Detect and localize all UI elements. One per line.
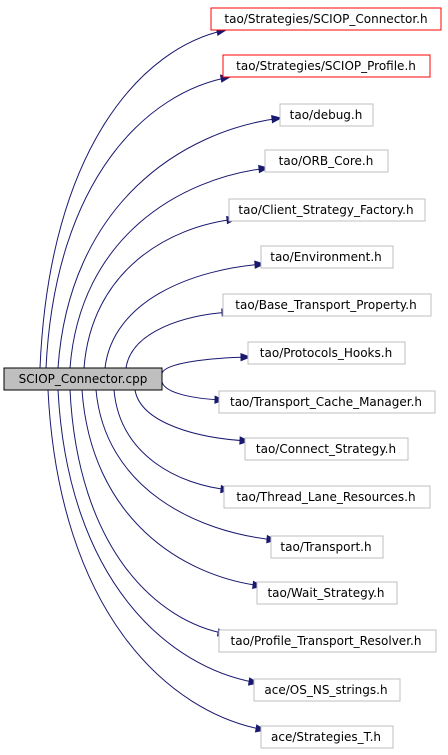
include-node-6[interactable]: tao/Base_Transport_Property.h — [222, 293, 432, 317]
include-node-label: tao/Connect_Strategy.h — [256, 442, 396, 456]
include-node-label: tao/Transport.h — [280, 540, 371, 554]
dependency-edge — [57, 117, 282, 369]
include-node-2[interactable]: tao/debug.h — [279, 103, 374, 127]
dependency-edge — [125, 311, 232, 369]
dependency-edge — [134, 389, 250, 442]
dependency-edge — [83, 218, 237, 369]
dependency-edge — [57, 389, 259, 684]
include-node-label: ace/Strategies_T.h — [271, 730, 381, 744]
include-node-label: tao/debug.h — [290, 108, 363, 122]
dependency-edge — [81, 389, 263, 587]
include-node-label: tao/Thread_Lane_Resources.h — [236, 490, 415, 504]
include-node-4[interactable]: tao/Client_Strategy_Factory.h — [228, 198, 426, 222]
arrowhead — [254, 260, 266, 269]
arrowhead — [271, 114, 283, 124]
dependency-edge — [69, 167, 269, 369]
include-node-9[interactable]: tao/Connect_Strategy.h — [244, 437, 409, 461]
include-node-label: tao/Wait_Strategy.h — [267, 586, 384, 600]
include-node-label: tao/Client_Strategy_Factory.h — [238, 203, 413, 217]
include-node-label: ace/OS_NS_strings.h — [264, 683, 387, 697]
include-node-label: tao/Base_Transport_Property.h — [235, 298, 416, 312]
root-node-label: SCIOP_Connector.cpp — [19, 372, 148, 386]
dependency-edge — [95, 389, 277, 541]
dependency-edge — [45, 76, 231, 369]
include-node-3[interactable]: tao/ORB_Core.h — [264, 149, 389, 173]
include-node-15[interactable]: ace/Strategies_T.h — [260, 725, 394, 749]
include-node-1[interactable]: tao/Strategies/SCIOP_Profile.h — [222, 54, 431, 78]
include-node-label: tao/Strategies/SCIOP_Profile.h — [236, 59, 416, 73]
dependency-edge — [47, 389, 266, 731]
include-node-label: tao/Profile_Transport_Resolver.h — [231, 634, 422, 648]
include-node-12[interactable]: tao/Wait_Strategy.h — [256, 581, 398, 605]
include-node-label: tao/ORB_Core.h — [279, 154, 374, 168]
include-node-label: tao/Environment.h — [270, 250, 382, 264]
include-node-10[interactable]: tao/Thread_Lane_Resources.h — [223, 485, 431, 509]
dependency-edge — [161, 356, 251, 374]
include-node-8[interactable]: tao/Transport_Cache_Manager.h — [218, 390, 436, 414]
arrowhead — [258, 164, 270, 174]
dependency-edge — [104, 263, 265, 369]
include-node-0[interactable]: tao/Strategies/SCIOP_Connector.h — [210, 7, 442, 31]
include-node-label: tao/Transport_Cache_Manager.h — [230, 395, 422, 409]
include-node-11[interactable]: tao/Transport.h — [270, 535, 384, 559]
arrowhead — [240, 352, 252, 362]
dependency-edge — [69, 389, 228, 635]
include-node-label: tao/Protocols_Hooks.h — [260, 346, 392, 360]
include-node-label: tao/Strategies/SCIOP_Connector.h — [224, 12, 427, 26]
dependency-edge — [113, 389, 231, 491]
root-node[interactable]: SCIOP_Connector.cpp — [3, 367, 163, 391]
include-node-5[interactable]: tao/Environment.h — [260, 245, 394, 269]
dependency-edge — [39, 29, 227, 369]
include-node-7[interactable]: tao/Protocols_Hooks.h — [247, 341, 406, 365]
include-node-14[interactable]: ace/OS_NS_strings.h — [253, 678, 401, 702]
include-node-13[interactable]: tao/Profile_Transport_Resolver.h — [218, 629, 437, 653]
